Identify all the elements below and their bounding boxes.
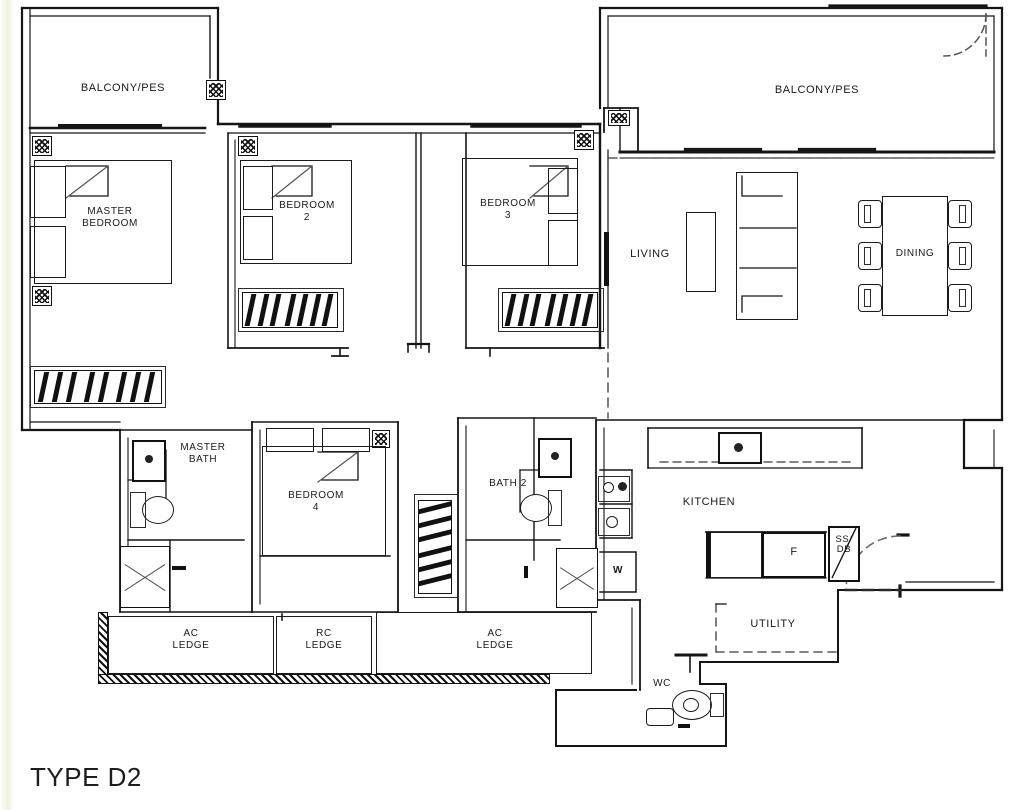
dining-chair-back bbox=[864, 289, 871, 307]
rc-ledge-outline bbox=[276, 616, 372, 674]
wc-pan-inner bbox=[683, 698, 699, 712]
dining-chair bbox=[948, 242, 972, 270]
room-label-living: LIVING bbox=[630, 248, 670, 260]
bedroom3-bay-window bbox=[502, 292, 598, 328]
dining-chair-back bbox=[959, 289, 966, 307]
bedroom3-bay-window-frame bbox=[498, 288, 604, 332]
master-wardrobe-upper bbox=[30, 166, 66, 218]
structural-column-marker bbox=[32, 286, 52, 306]
bedroom2-bay-window-frame bbox=[238, 288, 344, 332]
dining-chair bbox=[948, 200, 972, 228]
room-label-balcony-left: BALCONY/PES bbox=[80, 82, 166, 94]
bedroom4-bed-furniture bbox=[262, 446, 386, 556]
room-label-bedroom-3: BEDROOM 3 bbox=[480, 198, 536, 221]
dining-chair bbox=[858, 242, 882, 270]
master-bath-shower-tray bbox=[120, 546, 170, 608]
dining-table bbox=[882, 196, 948, 316]
structural-column-marker bbox=[608, 110, 630, 126]
structural-column-marker bbox=[238, 136, 258, 156]
corridor-bay-window-frame bbox=[414, 494, 458, 598]
kitchen-cabinet bbox=[710, 532, 762, 578]
room-label-bath-2: BATH 2 bbox=[489, 478, 527, 489]
sofa bbox=[736, 172, 798, 320]
refrigerator bbox=[762, 532, 826, 578]
bedroom2-bay-window bbox=[242, 292, 338, 328]
bedroom4-wardrobe-right bbox=[322, 428, 370, 452]
living-door-leaf bbox=[604, 232, 609, 286]
sink-tap-icon bbox=[618, 482, 627, 491]
ledge-label-ac-left: AC LEDGE bbox=[172, 628, 210, 651]
master-bath-cistern bbox=[130, 492, 146, 528]
wc-drain-mark bbox=[678, 724, 690, 728]
room-label-master-bath: MASTER BATH bbox=[180, 442, 226, 465]
dining-chair-back bbox=[959, 247, 966, 265]
bedroom2-wardrobe-lower bbox=[243, 216, 273, 260]
master-wardrobe-lower bbox=[30, 226, 66, 278]
tv-console bbox=[686, 212, 716, 292]
page-left-tint-strip bbox=[0, 0, 14, 810]
ac-ledge-left-outline bbox=[108, 616, 274, 674]
dining-chair-back bbox=[864, 205, 871, 223]
kitchen-sink-bowl-2 bbox=[598, 508, 630, 536]
dining-chair bbox=[948, 284, 972, 312]
room-label-balcony-right: BALCONY/PES bbox=[774, 84, 860, 96]
ledge-hatched-wall-bottom bbox=[98, 674, 550, 684]
room-label-bedroom-2: BEDROOM 2 bbox=[279, 200, 335, 223]
kitchen-sink-bowl bbox=[598, 476, 630, 502]
sink-drain-icon bbox=[603, 482, 614, 493]
page-title: TYPE D2 bbox=[30, 762, 142, 792]
bath2-wc-pan bbox=[520, 494, 552, 522]
bath2-basin-drain bbox=[551, 452, 559, 460]
room-label-dining: DINING bbox=[895, 248, 935, 259]
structural-column-marker bbox=[372, 430, 390, 448]
master-bedroom-bay-window bbox=[34, 370, 162, 404]
room-label-wc: WC bbox=[653, 678, 671, 689]
corridor-bay-window bbox=[418, 500, 452, 594]
master-bath-basin-drain bbox=[145, 455, 153, 463]
master-bed-furniture bbox=[34, 160, 172, 284]
dining-chair-back bbox=[864, 247, 871, 265]
appliance-label-washer: W bbox=[612, 565, 624, 576]
master-bath-wc-pan bbox=[142, 496, 174, 524]
bedroom2-wardrobe-upper bbox=[243, 166, 273, 210]
bath2-cistern bbox=[548, 490, 562, 526]
bath2-shower-tray bbox=[556, 548, 598, 608]
room-label-bedroom-4: BEDROOM 4 bbox=[288, 490, 344, 513]
bedroom2-bed-furniture bbox=[240, 160, 352, 264]
master-bath-door-leaf bbox=[172, 566, 186, 570]
fridge-edge bbox=[706, 532, 710, 578]
dining-chair-back bbox=[959, 205, 966, 223]
bath2-door-leaf bbox=[524, 566, 528, 578]
structural-column-marker bbox=[32, 136, 52, 156]
appliance-label-fridge: F bbox=[790, 546, 798, 558]
ledge-label-ac-right: AC LEDGE bbox=[476, 628, 514, 651]
appliance-label-ssdb: SS/ DB bbox=[835, 534, 853, 555]
ac-ledge-right-outline bbox=[376, 612, 592, 674]
bath2-basin bbox=[538, 438, 572, 478]
wc-floor-trap bbox=[646, 708, 674, 726]
bedroom3-wardrobe-lower bbox=[548, 220, 578, 266]
sink-drain-icon-2 bbox=[606, 516, 618, 528]
structural-column-marker bbox=[574, 130, 594, 150]
wc-cistern bbox=[710, 693, 724, 717]
room-label-utility: UTILITY bbox=[750, 618, 796, 630]
room-label-master-bedroom: MASTER BEDROOM bbox=[82, 206, 138, 229]
bedroom4-wardrobe-left bbox=[266, 428, 314, 452]
master-bedroom-bay-window-frame bbox=[30, 366, 166, 408]
bedroom3-wardrobe-upper bbox=[548, 168, 578, 214]
structural-column-marker bbox=[206, 80, 226, 100]
room-label-kitchen: KITCHEN bbox=[682, 496, 736, 508]
hob-burner-icon bbox=[734, 443, 743, 452]
ledge-label-rc: RC LEDGE bbox=[305, 628, 343, 651]
